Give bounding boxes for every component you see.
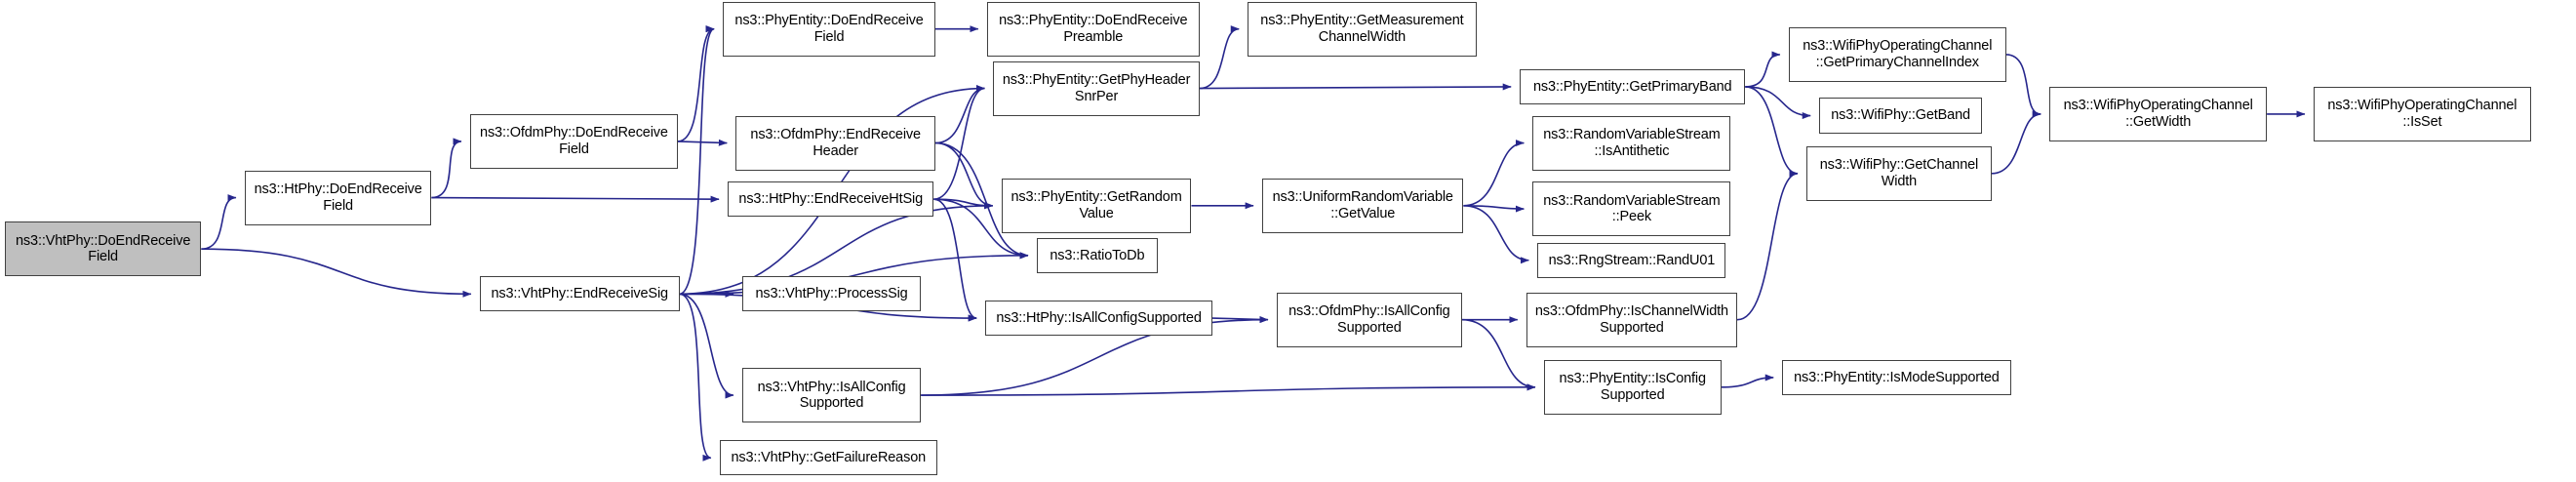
graph-node-ht_doendrecvfield[interactable]: ns3::HtPhy::DoEndReceive Field [244,170,432,225]
graph-edge-vht_doendrecvfield-to-ht_doendrecvfield [201,194,237,251]
graph-node-label: ns3::PhyEntity::GetPhyHeader SnrPer [1002,72,1191,104]
graph-node-label: ns3::RngStream::RandU01 [1548,252,1716,268]
graph-node-phyent_getphyheadersnrper[interactable]: ns3::PhyEntity::GetPhyHeader SnrPer [993,60,1200,116]
graph-node-label: ns3::PhyEntity::IsModeSupported [1794,369,2000,385]
graph-node-phyent_getprimaryband[interactable]: ns3::PhyEntity::GetPrimaryBand [1520,68,1746,105]
graph-node-label: ns3::WifiPhy::GetBand [1831,107,1970,124]
graph-edge-vht_doendrecvfield-to-vht_endrecvsig [201,248,472,298]
graph-node-label: ns3::VhtPhy::EndReceiveSig [491,286,668,302]
graph-edge-vht_isallconfigsup-to-phyent_isconfigsup [921,383,1536,396]
graph-edge-wpoc_getprimarychannelindex-to-wpoc_getwidth [2005,54,2041,118]
graph-edge-ht_endrecvhtsig-to-phyent_getrandomvalue [933,198,994,210]
graph-node-wifiphy_getband[interactable]: ns3::WifiPhy::GetBand [1819,98,1982,134]
graph-node-label: ns3::WifiPhyOperatingChannel ::GetPrimar… [1803,38,1993,70]
graph-node-label: ns3::HtPhy::IsAllConfigSupported [996,309,1202,326]
graph-node-label: ns3::OfdmPhy::IsAllConfig Supported [1288,303,1450,336]
graph-node-label: ns3::WifiPhyOperatingChannel ::GetWidth [2063,98,2253,130]
graph-edge-uniformrv_getvalue-to-rvs_isantithetic [1463,140,1525,207]
graph-node-ofdm_endrecvheader[interactable]: ns3::OfdmPhy::EndReceive Header [735,115,935,171]
graph-node-vht_getfailurereason[interactable]: ns3::VhtPhy::GetFailureReason [719,440,937,476]
graph-edge-phyent_getprimaryband-to-wpoc_getprimarychannelindex [1745,51,1781,88]
graph-node-label: ns3::WifiPhy::GetChannel Width [1819,157,1979,189]
graph-edge-phyent_isconfigsup-to-phyent_ismodesupported [1721,374,1774,388]
graph-node-label: ns3::HtPhy::EndReceiveHtSig [738,190,923,207]
graph-node-rngstream_randu01[interactable]: ns3::RngStream::RandU01 [1537,242,1726,278]
graph-edge-ht_endrecvhtsig-to-ht_isallconfigsup [933,198,977,322]
graph-edge-ofdm_doendrecvfield-to-phyent_doendrecvfield [677,25,715,142]
graph-edge-phyent_getphyheadersnrper-to-phyent_getmeasurementcw [1199,25,1240,90]
graph-edge-ht_isallconfigsup-to-ofdm_isallconfigsup [1211,315,1269,323]
graph-node-label: ns3::PhyEntity::IsConfig Supported [1559,371,1706,403]
graph-node-label: ns3::HtPhy::DoEndReceive Field [254,181,422,214]
graph-edge-ofdm_endrecvheader-to-phyent_getrandomvalue [935,141,994,210]
graph-node-label: ns3::PhyEntity::DoEndReceive Preamble [999,13,1188,45]
graph-edge-ofdm_endrecvheader-to-phyent_getphyheadersnrper [934,85,985,144]
graph-node-vht_endrecvsig[interactable]: ns3::VhtPhy::EndReceiveSig [479,276,680,312]
graph-node-phyent_getrandomvalue[interactable]: ns3::PhyEntity::GetRandom Value [1001,178,1192,233]
graph-edge-vht_endrecvsig-to-phyent_doendrecvfield [679,25,715,296]
graph-edge-uniformrv_getvalue-to-rngstream_randu01 [1463,204,1529,264]
graph-node-label: ns3::RandomVariableStream ::IsAntithetic [1543,127,1721,159]
graph-node-ht_endrecvhtsig[interactable]: ns3::HtPhy::EndReceiveHtSig [728,181,934,218]
graph-edge-phyent_getprimaryband-to-wifiphy_getchannelwidth [1745,86,1799,178]
graph-node-phyent_doendrecvpreamble[interactable]: ns3::PhyEntity::DoEndReceive Preamble [986,1,1200,57]
graph-edge-ofdm_ischannelwidthsup-to-wifiphy_getchannelwidth [1736,170,1799,321]
graph-node-label: ns3::VhtPhy::ProcessSig [755,286,908,302]
graph-edge-ofdm_doendrecvfield-to-ofdm_endrecvheader [677,139,728,146]
graph-node-label: ns3::OfdmPhy::DoEndReceive Field [480,125,668,157]
graph-edge-ht_endrecvhtsig-to-phyent_getphyheadersnrper [933,85,985,200]
graph-node-label: ns3::PhyEntity::GetPrimaryBand [1533,78,1732,95]
graph-node-rvs_isantithetic[interactable]: ns3::RandomVariableStream ::IsAntithetic [1532,115,1731,171]
graph-node-wpoc_getwidth[interactable]: ns3::WifiPhyOperatingChannel ::GetWidth [2049,86,2268,141]
graph-node-ofdm_doendrecvfield[interactable]: ns3::OfdmPhy::DoEndReceive Field [469,113,678,169]
graph-node-vht_processsig[interactable]: ns3::VhtPhy::ProcessSig [741,276,922,312]
graph-edge-phyent_getprimaryband-to-wifiphy_getband [1745,86,1811,120]
graph-edge-vht_endrecvsig-to-vht_getfailurereason [679,293,712,462]
graph-node-wpoc_getprimarychannelindex[interactable]: ns3::WifiPhyOperatingChannel ::GetPrimar… [1788,26,2006,82]
graph-node-ratiotodb[interactable]: ns3::RatioToDb [1037,237,1158,273]
graph-edge-uniformrv_getvalue-to-rvs_peek [1463,204,1525,213]
graph-node-label: ns3::VhtPhy::GetFailureReason [731,450,927,466]
graph-node-ht_isallconfigsup[interactable]: ns3::HtPhy::IsAllConfigSupported [985,300,1212,337]
graph-node-phyent_isconfigsup[interactable]: ns3::PhyEntity::IsConfig Supported [1543,359,1722,415]
graph-node-vht_isallconfigsup[interactable]: ns3::VhtPhy::IsAllConfig Supported [741,368,922,423]
graph-node-label: ns3::RatioToDb [1050,247,1145,263]
graph-node-label: ns3::OfdmPhy::IsChannelWidth Supported [1534,303,1728,336]
graph-node-label: ns3::PhyEntity::GetMeasurement ChannelWi… [1260,13,1464,45]
graph-node-wpoc_isset[interactable]: ns3::WifiPhyOperatingChannel ::IsSet [2313,86,2531,141]
graph-node-label: ns3::PhyEntity::GetRandom Value [1011,189,1182,221]
graph-node-phyent_ismodesupported[interactable]: ns3::PhyEntity::IsModeSupported [1782,359,2011,396]
graph-edge-ht_doendrecvfield-to-ofdm_doendrecvfield [431,138,462,199]
graph-node-label: ns3::WifiPhyOperatingChannel ::IsSet [2327,98,2517,130]
graph-edge-wifiphy_getchannelwidth-to-wpoc_getwidth [1991,110,2041,175]
graph-node-label: ns3::VhtPhy::IsAllConfig Supported [757,379,906,412]
graph-node-wifiphy_getchannelwidth[interactable]: ns3::WifiPhy::GetChannel Width [1806,145,1992,201]
graph-node-uniformrv_getvalue[interactable]: ns3::UniformRandomVariable ::GetValue [1262,178,1464,233]
graph-edge-ofdm_isallconfigsup-to-phyent_isconfigsup [1461,318,1536,391]
graph-node-rvs_peek[interactable]: ns3::RandomVariableStream ::Peek [1532,181,1731,237]
graph-node-label: ns3::PhyEntity::DoEndReceive Field [734,13,924,45]
graph-node-phyent_getmeasurementcw[interactable]: ns3::PhyEntity::GetMeasurement ChannelWi… [1248,1,1477,57]
graph-edge-phyent_getphyheadersnrper-to-phyent_getprimaryband [1199,83,1512,91]
graph-node-vht_doendrecvfield[interactable]: ns3::VhtPhy::DoEndReceive Field [4,221,202,277]
graph-node-phyent_doendrecvfield[interactable]: ns3::PhyEntity::DoEndReceive Field [723,1,935,57]
graph-node-label: ns3::UniformRandomVariable ::GetValue [1272,189,1453,221]
graph-node-ofdm_isallconfigsup[interactable]: ns3::OfdmPhy::IsAllConfig Supported [1276,292,1462,347]
graph-node-label: ns3::RandomVariableStream ::Peek [1543,192,1721,225]
graph-node-label: ns3::OfdmPhy::EndReceive Header [750,127,921,159]
graph-node-label: ns3::VhtPhy::DoEndReceive Field [16,232,191,265]
graph-edge-ht_doendrecvfield-to-ht_endrecvhtsig [431,195,720,203]
graph-node-ofdm_ischannelwidthsup[interactable]: ns3::OfdmPhy::IsChannelWidth Supported [1526,292,1737,347]
graph-edge-vht_endrecvsig-to-vht_isallconfigsup [679,293,734,399]
